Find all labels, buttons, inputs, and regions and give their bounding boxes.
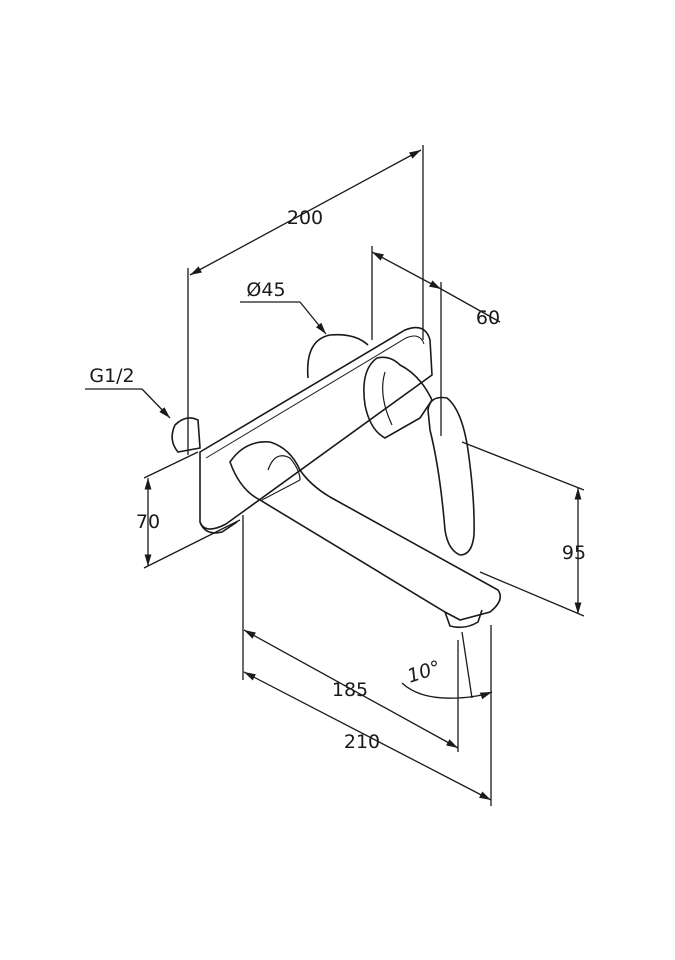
dim-200 xyxy=(187,145,424,455)
label-185: 185 xyxy=(331,679,369,701)
label-95: 95 xyxy=(561,542,587,564)
dim-95 xyxy=(461,441,585,617)
label-70: 70 xyxy=(135,511,161,533)
label-60: 60 xyxy=(475,307,501,329)
dim-70 xyxy=(143,451,241,569)
leader-g12 xyxy=(85,388,171,419)
label-210: 210 xyxy=(343,731,381,753)
faucet-body xyxy=(171,326,501,629)
leader-d45 xyxy=(240,301,327,335)
dim-angle-10 xyxy=(401,631,493,700)
label-g12: G1/2 xyxy=(89,365,135,387)
dim-210 xyxy=(243,625,492,806)
dim-60 xyxy=(371,246,501,436)
label-200: 200 xyxy=(286,207,324,229)
label-diameter-45: Ø45 xyxy=(246,279,286,301)
